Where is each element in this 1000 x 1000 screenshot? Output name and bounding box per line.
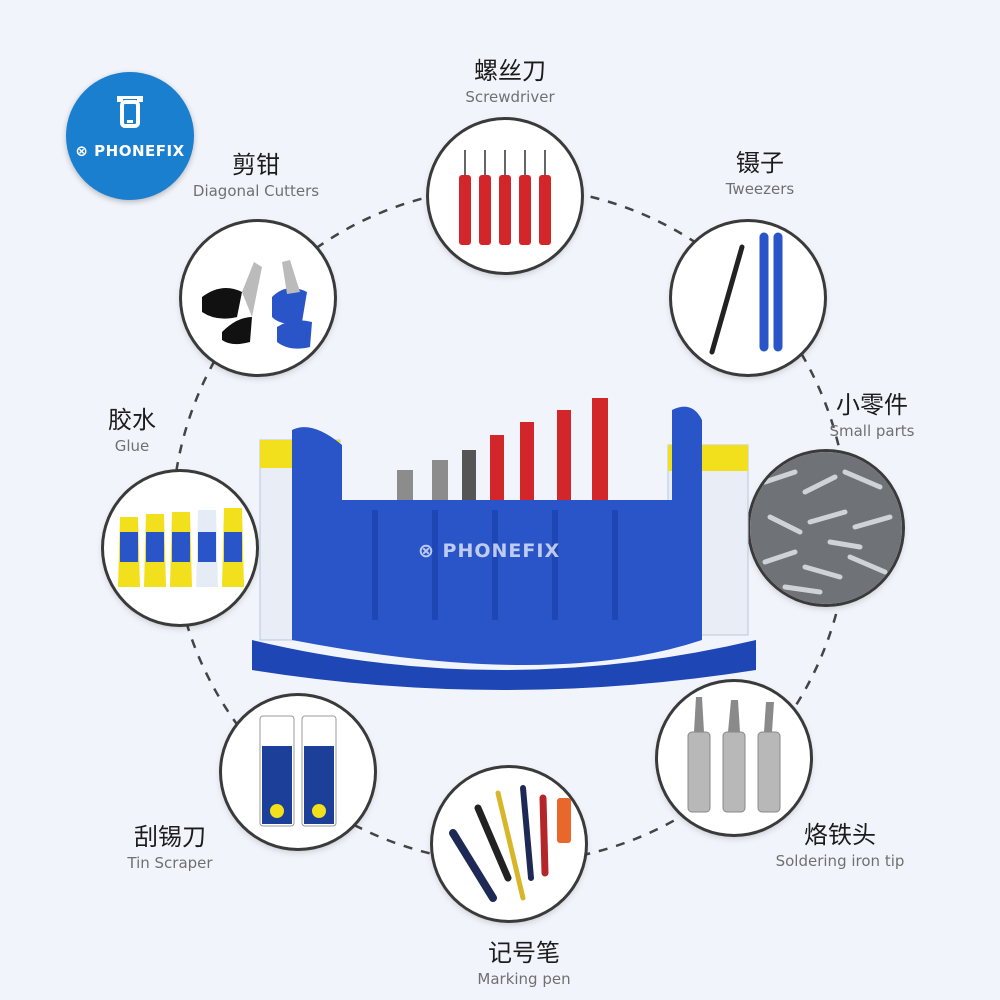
label-diagonal-cutters: 剪钳 Diagonal Cutters [192, 151, 320, 200]
label-marking-pen: 记号笔 Marking pen [477, 939, 571, 988]
label-glue: 胶水 Glue [108, 406, 156, 455]
tweezers-icon [709, 232, 783, 355]
diagonal-cutters-icon [202, 260, 312, 349]
marking-pen-icon [449, 785, 571, 902]
label-tweezers: 镊子 Tweezers [725, 149, 795, 198]
circle-marking-pen [433, 768, 585, 920]
watermark-x-icon: ⊗ [418, 540, 443, 562]
tin-scraper-icon [259, 715, 337, 827]
circle-glue [104, 472, 256, 624]
phonefix-logo: ⊗ PHONEFIX [66, 72, 194, 200]
label-screwdriver: 螺丝刀 Screwdriver [465, 57, 555, 106]
label-small-parts: 小零件 Small parts [829, 391, 915, 440]
circle-tweezers [672, 222, 824, 374]
circle-small-parts [750, 452, 902, 604]
phone-wrench-icon [117, 96, 143, 128]
phonefix-watermark: ⊗ PHONEFIX [418, 540, 561, 562]
soldering-tip-icon [687, 697, 781, 813]
logo-x-icon: ⊗ [75, 142, 89, 160]
label-soldering-tip: 烙铁头 Soldering iron tip [775, 821, 905, 870]
screwdriver-icon [459, 150, 551, 245]
logo-text: ⊗ PHONEFIX [75, 142, 185, 160]
tool-organizer [252, 398, 756, 690]
screws-icon [750, 452, 902, 604]
glue-tubes-icon [118, 508, 244, 587]
circle-soldering-tip [658, 682, 810, 834]
circle-diagonal-cutters [182, 222, 334, 374]
label-tin-scraper: 刮锡刀 Tin Scraper [127, 823, 213, 872]
circle-screwdriver [429, 120, 581, 272]
circle-tin-scraper [222, 696, 374, 848]
